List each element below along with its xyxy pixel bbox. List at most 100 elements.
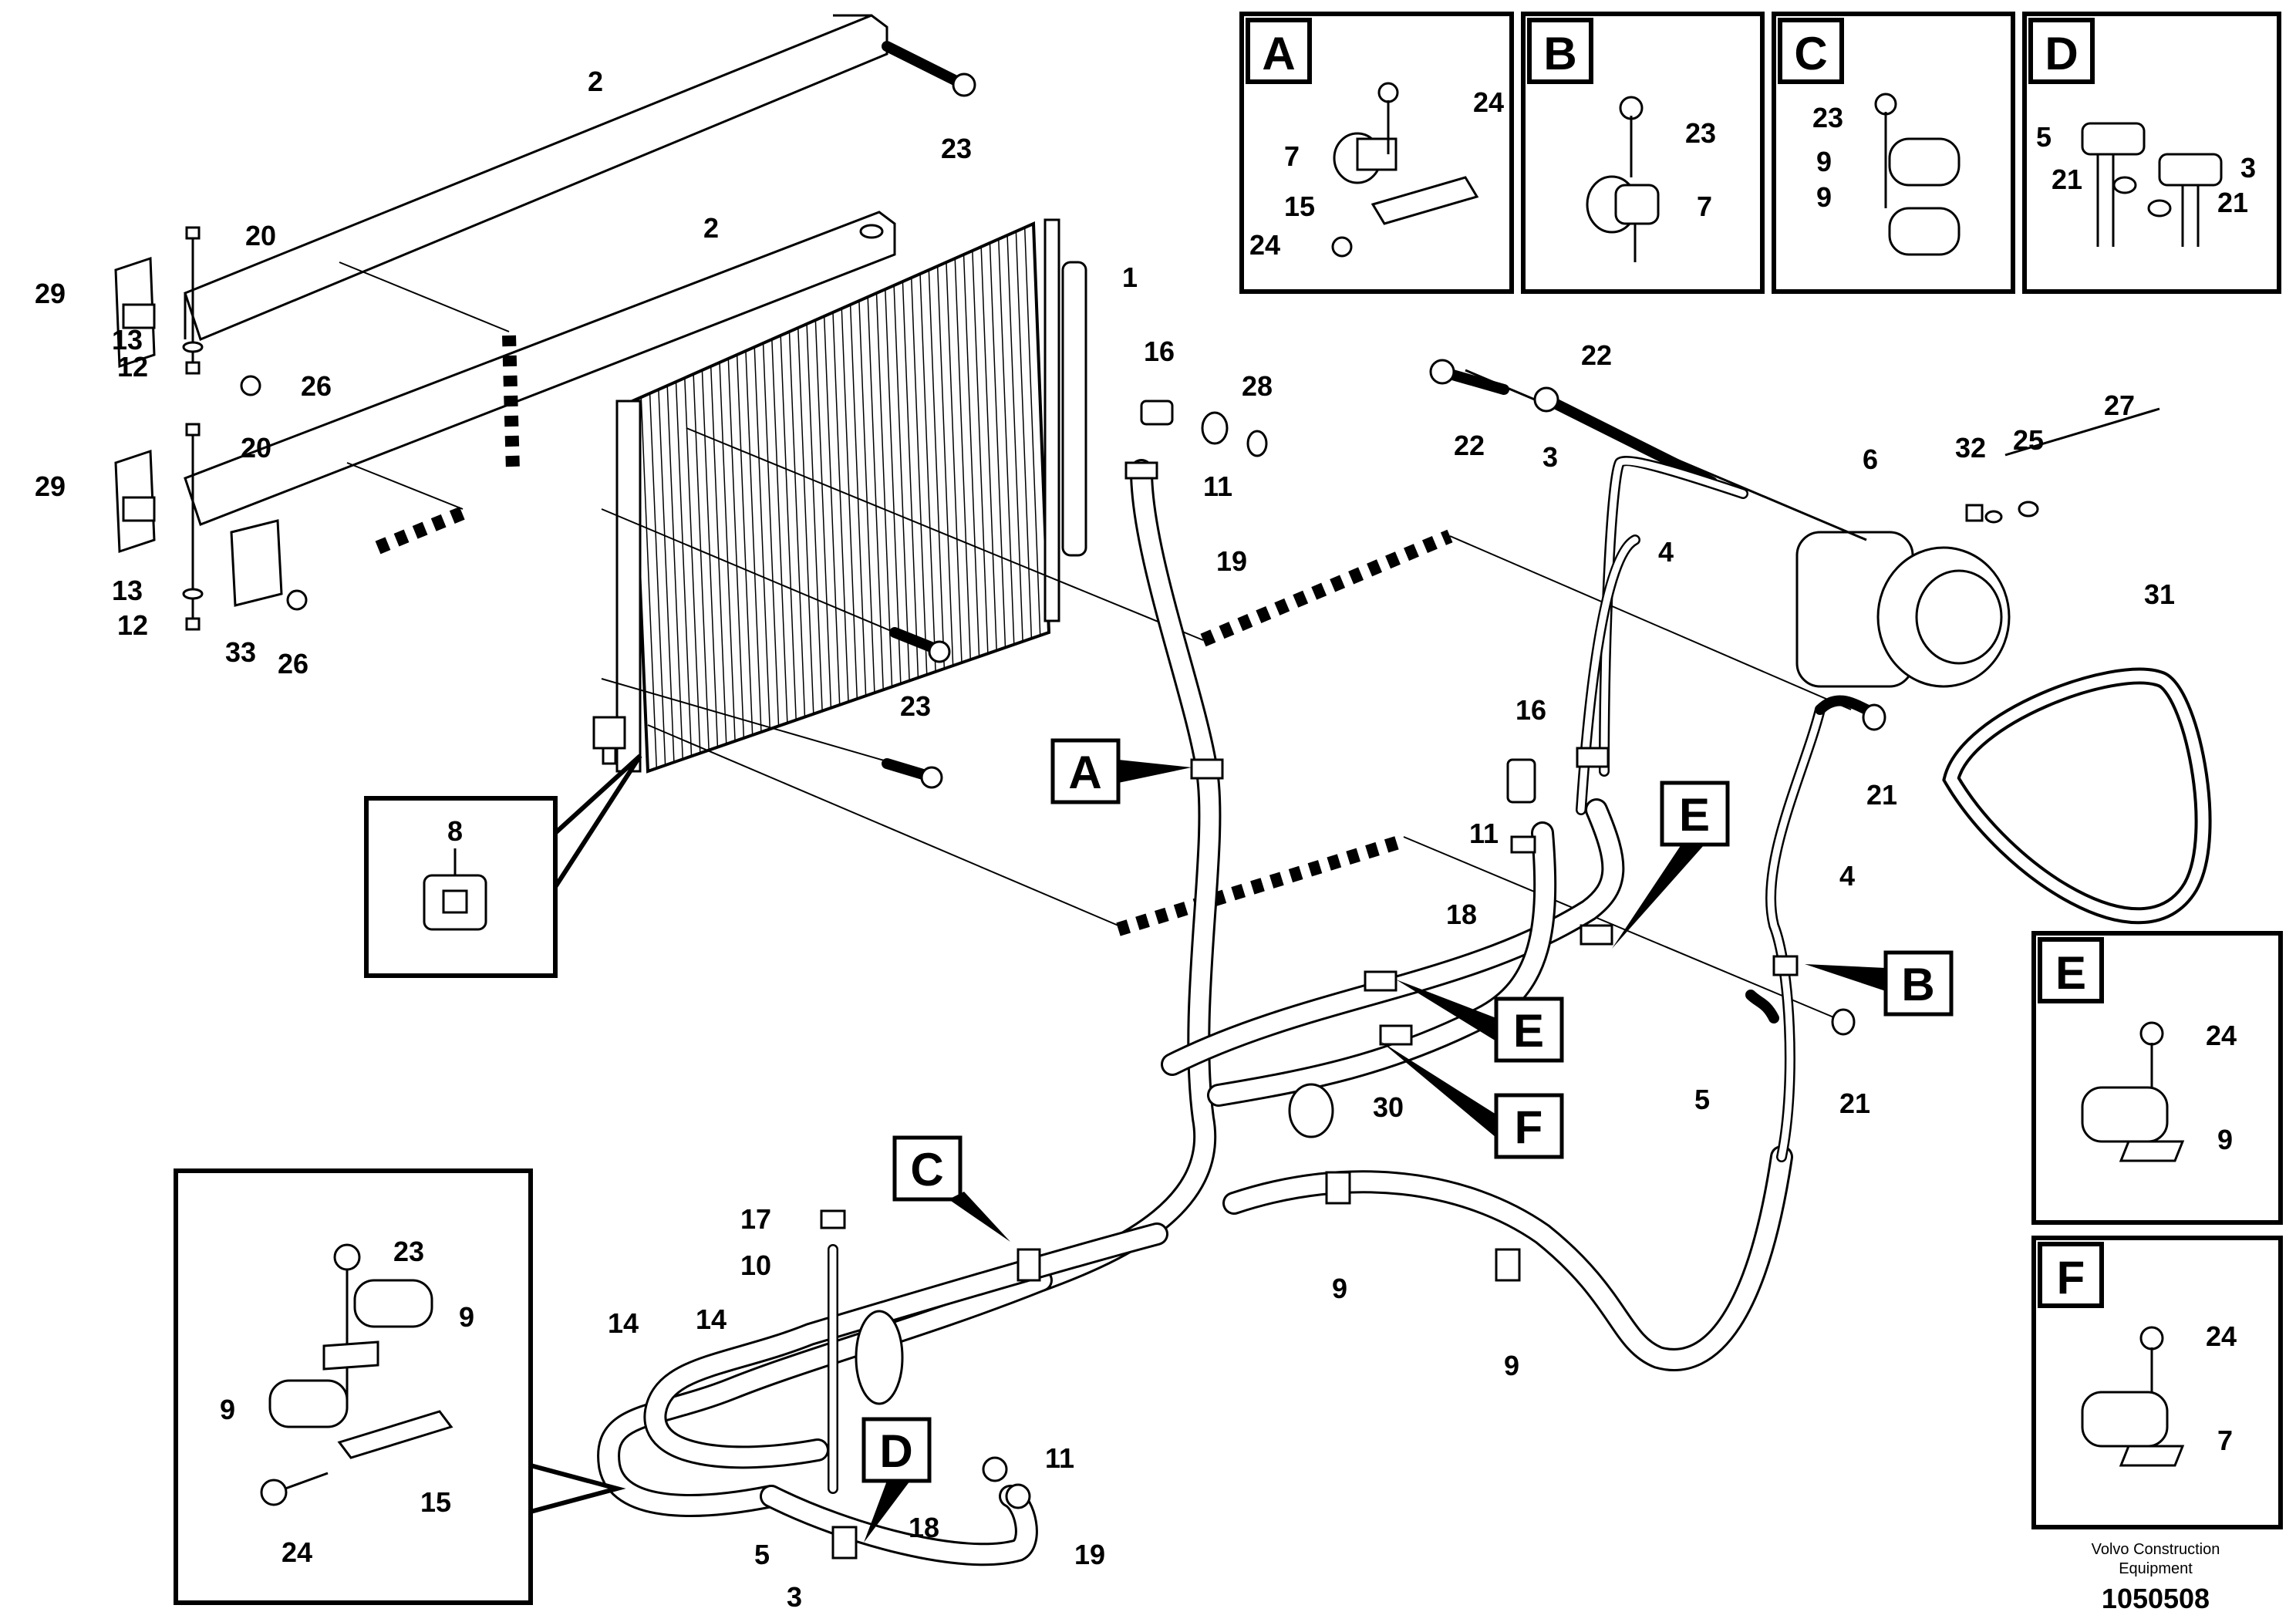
stud-bolt-upper xyxy=(182,226,204,375)
condenser-fin xyxy=(814,319,832,708)
box-b-label-23: 23 xyxy=(1685,117,1716,149)
box-c-label-9-top: 9 xyxy=(1816,146,1832,177)
box-f-label-24: 24 xyxy=(2206,1320,2237,1352)
box-d-label-21-right: 21 xyxy=(2217,187,2248,218)
part-label: 14 xyxy=(696,1303,727,1335)
callout-tag-a: A xyxy=(1050,738,1192,804)
part-label: 10 xyxy=(740,1249,771,1281)
callout-letter-e-lower: E xyxy=(1513,1005,1544,1057)
bolt-22-a xyxy=(1429,359,1509,395)
part-label: 23 xyxy=(900,690,931,722)
condenser-fin xyxy=(954,258,972,660)
clamp-box-label-15: 15 xyxy=(420,1486,451,1518)
box-a-label-7: 7 xyxy=(1284,140,1300,172)
part-label: 33 xyxy=(225,636,256,668)
bolt-23-top-icon xyxy=(882,41,976,97)
part-label: 9 xyxy=(1504,1350,1519,1381)
detail-box-letter: A xyxy=(1262,28,1295,79)
part-label: 5 xyxy=(754,1539,770,1570)
condenser-fin xyxy=(972,250,989,654)
condenser-fin xyxy=(858,300,875,693)
condenser-fin xyxy=(710,366,727,744)
part-label: 25 xyxy=(2013,424,2044,456)
part-label: 11 xyxy=(1203,470,1232,502)
part-label: 30 xyxy=(1373,1091,1404,1123)
condenser-fin xyxy=(1023,227,1041,636)
box-b-label-7: 7 xyxy=(1697,191,1712,222)
part-label: 22 xyxy=(1454,430,1485,461)
clamp-box-label-9-bottom: 9 xyxy=(220,1394,235,1425)
condenser-fin xyxy=(919,273,936,672)
part-label: 2 xyxy=(588,66,603,97)
box-a-label-15: 15 xyxy=(1284,191,1315,222)
clamp-box-label-9-top: 9 xyxy=(459,1301,474,1333)
part-label: 9 xyxy=(1332,1273,1347,1304)
condenser-fin xyxy=(928,269,946,669)
detail-box-c: C 23 9 9 xyxy=(1772,12,2015,294)
callout-tag-f: F xyxy=(1381,1041,1564,1159)
condenser-fin xyxy=(936,265,954,666)
callout-tag-d: D xyxy=(861,1417,932,1543)
detail-box-e: E 24 9 xyxy=(2031,931,2283,1225)
part-label: 14 xyxy=(608,1307,639,1339)
callout-tag-e-upper: E xyxy=(1612,781,1730,949)
part-label: 26 xyxy=(278,648,308,679)
bolt-23-mid-icon xyxy=(889,627,951,663)
condenser-fin xyxy=(762,342,780,727)
condenser xyxy=(592,218,1087,774)
condenser-fin xyxy=(780,335,797,720)
condenser-fin xyxy=(841,308,858,700)
part-label: 5 xyxy=(1694,1084,1710,1115)
condenser-fin xyxy=(649,393,666,766)
detail-box-f: F 24 7 xyxy=(2031,1236,2283,1529)
clamp-box-label-24: 24 xyxy=(282,1536,312,1568)
callout-letter-e-upper: E xyxy=(1679,789,1710,841)
side-bracket-upper xyxy=(114,256,156,369)
clamp-box-label-23: 23 xyxy=(393,1236,424,1267)
condenser-fin xyxy=(1015,231,1033,639)
condenser-fin xyxy=(745,350,762,733)
condenser-fin xyxy=(1006,234,1023,642)
part-label: 12 xyxy=(117,609,148,641)
condenser-fin xyxy=(989,242,1006,648)
condenser-fin xyxy=(754,346,771,730)
compressor xyxy=(1465,369,2160,688)
part-label: 11 xyxy=(1045,1442,1074,1474)
condenser-fin xyxy=(719,362,736,741)
condenser-fin xyxy=(806,323,823,711)
drive-belt xyxy=(1942,667,2212,925)
condenser-fin xyxy=(736,354,754,736)
side-bracket-lower xyxy=(114,449,283,607)
condenser-fin xyxy=(666,385,683,760)
part-label: 27 xyxy=(2104,389,2135,421)
callout-tag-b: B xyxy=(1805,950,1954,1017)
leader-lines xyxy=(339,261,1852,1019)
part-label: 20 xyxy=(241,432,271,464)
part-label: 13 xyxy=(112,324,143,356)
part-label: 26 xyxy=(301,370,332,402)
bolt-22-b xyxy=(1533,386,1718,487)
condenser-fin xyxy=(902,281,919,678)
box-d-label-3: 3 xyxy=(2240,152,2256,184)
box-d-label-5: 5 xyxy=(2036,121,2052,153)
callout-letter-c: C xyxy=(910,1144,943,1195)
detail-box-a: A 24 7 15 24 xyxy=(1239,12,1514,294)
callout-tag-c: C xyxy=(892,1135,1010,1242)
bracket-32 xyxy=(1965,501,2039,524)
detail-box-letter: B xyxy=(1543,28,1576,79)
bolt-23-low-icon xyxy=(882,758,943,789)
fittings xyxy=(1124,400,1886,1036)
detail-box-b: B 23 7 xyxy=(1521,12,1765,294)
credit-line-2: Equipment xyxy=(2119,1560,2193,1577)
part-label: 31 xyxy=(2144,578,2175,610)
part-label: 4 xyxy=(1839,860,1855,892)
part-label: 17 xyxy=(740,1203,771,1235)
credit-line-1: Volvo Construction xyxy=(2092,1541,2220,1558)
rod-10 xyxy=(820,1209,846,1494)
dashed-routing xyxy=(375,335,1453,936)
box-d-label-21-left: 21 xyxy=(2052,164,2082,195)
box-e-label-9: 9 xyxy=(2217,1124,2233,1155)
condenser-fin xyxy=(675,381,693,757)
callout-letter-a: A xyxy=(1068,747,1101,798)
